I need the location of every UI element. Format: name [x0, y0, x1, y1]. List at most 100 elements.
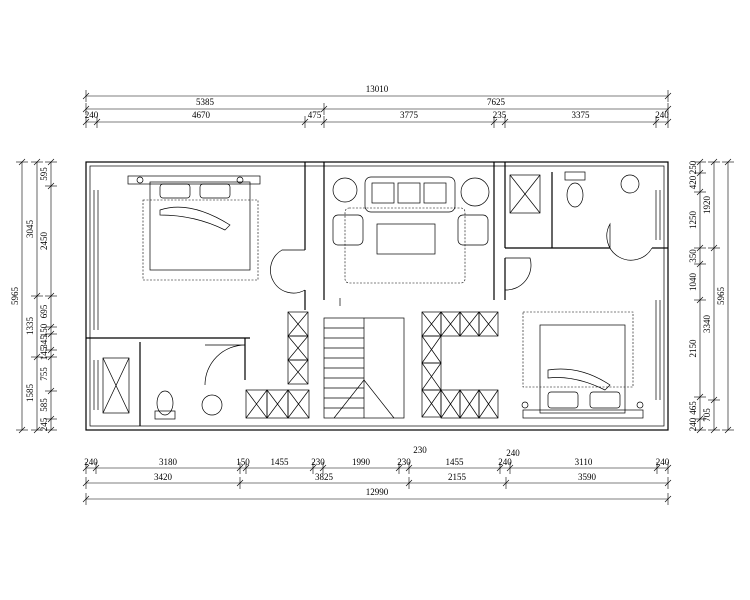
dimension-tick: [320, 118, 328, 126]
dimension-tick: [502, 479, 510, 487]
dimension-tick: [33, 353, 41, 361]
dimension-tick: [82, 495, 90, 503]
dimension-label: 230: [397, 457, 411, 467]
dimension-tick: [82, 92, 90, 100]
dimension-label: 2155: [448, 472, 467, 482]
windows: [93, 190, 661, 410]
dimension-label: 240: [656, 457, 670, 467]
dimension-tick: [242, 464, 250, 472]
dimension-tick: [506, 464, 514, 472]
dimension-label: 235: [493, 110, 507, 120]
dimension-tick: [664, 464, 672, 472]
dimension-label: 585: [39, 398, 49, 412]
dimension-tick: [696, 169, 704, 177]
dimension-tick: [490, 118, 498, 126]
dimension-tick: [47, 292, 55, 300]
dimension-label: 5965: [10, 287, 20, 306]
cabinet-cross: [440, 389, 461, 419]
dimension-tick: [664, 105, 672, 113]
dimension-tick: [664, 495, 672, 503]
dimension-tick: [33, 426, 41, 434]
dimension-tick: [696, 260, 704, 268]
dimension-tick: [236, 479, 244, 487]
bedroom-right: [521, 311, 644, 419]
dimension-tick: [320, 105, 328, 113]
dimension-label: 3420: [154, 472, 173, 482]
dimension-label: 3775: [400, 110, 419, 120]
dimension-tick: [47, 415, 55, 423]
dimension-label: 1920: [702, 196, 712, 215]
dimension-label: 3590: [578, 472, 597, 482]
doors: [204, 222, 653, 386]
dimension-label: 695: [39, 304, 49, 318]
bathrooms: [102, 171, 640, 420]
dimension-label: 230: [311, 457, 325, 467]
dimension-tick: [710, 396, 718, 404]
stair: [323, 298, 405, 419]
dimension-tick: [653, 464, 661, 472]
dimension-label: 705: [702, 408, 712, 422]
dimension-tick: [92, 464, 100, 472]
dimension-label: 755: [39, 367, 49, 381]
dimension-tick: [501, 118, 509, 126]
dimension-label: 1990: [352, 457, 371, 467]
dimension-tick: [47, 346, 55, 354]
dimension-label: 145: [39, 346, 49, 360]
cabinet-cross: [478, 311, 499, 337]
dimension-label: 3045: [25, 220, 35, 239]
bedroom-left: [127, 175, 261, 281]
dimension-label: 240: [498, 457, 512, 467]
cabinet-cross: [287, 311, 309, 337]
cabinet-cross: [478, 389, 499, 419]
dimension-label: 465: [688, 401, 698, 415]
living-area: [332, 176, 490, 284]
dimension-tick: [664, 92, 672, 100]
cabinet-cross: [421, 311, 442, 337]
cabinet-cross: [440, 311, 461, 337]
dimension-tick: [696, 244, 704, 252]
dimension-label: 2150: [688, 339, 698, 358]
dimension-tick: [93, 118, 101, 126]
cabinet-cross: [287, 335, 309, 361]
dimension-label: 3825: [315, 472, 334, 482]
dimension-label: 13010: [366, 84, 389, 94]
dimension-label: 5965: [716, 287, 726, 306]
dimension-label: 345: [39, 335, 49, 349]
dimension-label: 3375: [572, 110, 591, 120]
dimension-label: 240: [506, 448, 520, 458]
dimension-label: 7625: [487, 97, 506, 107]
dimension-tick: [405, 464, 413, 472]
cabinets: [245, 311, 499, 419]
cabinet-cross: [421, 362, 442, 391]
dimension-label: 595: [39, 167, 49, 181]
dimension-label: 2450: [39, 232, 49, 251]
dimension-tick: [696, 415, 704, 423]
dimension-label: 420: [688, 175, 698, 189]
dimension-label: 3110: [575, 457, 593, 467]
dimension-label: 245: [39, 417, 49, 431]
dimension-tick: [82, 118, 90, 126]
cabinet-cross: [287, 359, 309, 385]
dimension-tick: [82, 464, 90, 472]
dimension-tick: [47, 353, 55, 361]
dimension-label: 240: [84, 457, 98, 467]
dimension-tick: [724, 426, 732, 434]
dimension-tick: [696, 158, 704, 166]
dimension-label: 1250: [688, 211, 698, 230]
dimension-tick: [47, 158, 55, 166]
dimension-label: 250: [688, 160, 698, 174]
dimension-tick: [496, 464, 504, 472]
dimension-tick: [696, 426, 704, 434]
dimension-tick: [395, 464, 403, 472]
dimension-tick: [47, 426, 55, 434]
cabinet-cross: [459, 311, 480, 337]
dimension-tick: [47, 330, 55, 338]
dimension-label: 1040: [688, 273, 698, 292]
cabinet-unit: [478, 389, 499, 419]
dimension-tick: [710, 244, 718, 252]
dimension-tick: [18, 158, 26, 166]
dimension-tick: [696, 188, 704, 196]
walls: [85, 161, 669, 431]
